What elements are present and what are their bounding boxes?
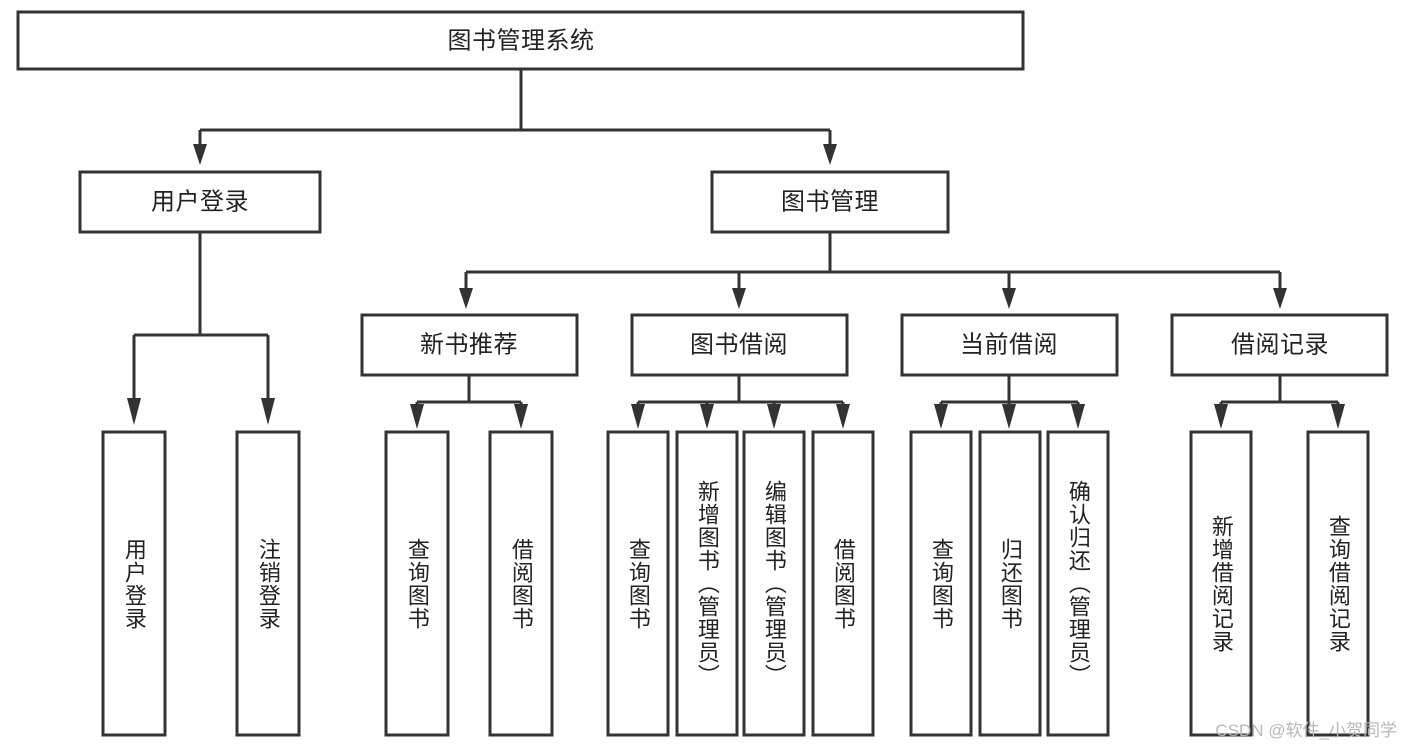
csdn-watermark: CSDN @软件_小贺同学: [1215, 721, 1397, 740]
node-root-label: 图书管理系统: [448, 27, 595, 54]
arrowhead-user-login: [193, 144, 207, 165]
arrowhead-new-book: [459, 288, 473, 309]
arrowhead-br-l2: [1331, 404, 1345, 429]
arrowhead-book-manage: [823, 144, 837, 165]
arrowhead-nb-l1: [410, 404, 424, 429]
node-book-manage[interactable]: [710, 170, 950, 234]
node-user-login-label: 用户登录: [151, 188, 249, 215]
node-leaf-query-book-3[interactable]: [909, 430, 973, 737]
arrowhead-bb-l4: [836, 404, 850, 429]
nodes-group: 图书管理系统 用户登录 图书管理 新书推荐 图书借阅 当前借阅 借阅记录: [16, 10, 1389, 737]
node-book-borrow-label: 图书借阅: [690, 331, 788, 358]
arrowhead-leaf-user-login: [127, 398, 141, 425]
node-leaf-confirm-return[interactable]: [1046, 430, 1110, 737]
node-leaf-borrow-book-2[interactable]: [811, 430, 875, 737]
arrowhead-book-borrow: [732, 288, 746, 309]
node-book-manage-label: 图书管理: [781, 188, 879, 215]
arrowhead-nb-l2: [514, 404, 528, 429]
node-user-login[interactable]: [78, 170, 322, 234]
arrowhead-bb-l3: [767, 404, 781, 429]
arrowhead-cb-l3: [1071, 404, 1085, 429]
arrowhead-borrow-record: [1273, 288, 1287, 309]
node-book-borrow[interactable]: [630, 313, 849, 377]
node-leaf-logout[interactable]: [235, 430, 301, 737]
arrowhead-bb-l1: [631, 404, 645, 429]
node-borrow-record-label: 借阅记录: [1231, 331, 1329, 358]
node-leaf-user-login[interactable]: [101, 430, 167, 737]
node-leaf-query-record[interactable]: [1306, 430, 1370, 737]
node-new-book-recommend-label: 新书推荐: [420, 331, 518, 358]
node-root[interactable]: [16, 10, 1025, 71]
edges-group: [127, 70, 1345, 429]
node-leaf-return-book[interactable]: [978, 430, 1042, 737]
node-new-book-recommend[interactable]: [360, 313, 579, 377]
node-leaf-edit-book[interactable]: [742, 430, 806, 737]
arrowhead-current-borrow: [1002, 288, 1016, 309]
arrowhead-bb-l2: [700, 404, 714, 429]
node-borrow-record[interactable]: [1170, 313, 1389, 377]
arrowhead-br-l1: [1214, 404, 1228, 429]
arrowhead-cb-l1: [934, 404, 948, 429]
arrowhead-cb-l2: [1002, 404, 1016, 429]
node-leaf-borrow-book-1[interactable]: [488, 430, 554, 737]
node-leaf-add-book[interactable]: [675, 430, 739, 737]
node-leaf-query-book-2[interactable]: [606, 430, 670, 737]
node-current-borrow[interactable]: [900, 313, 1119, 377]
arrowhead-leaf-logout: [261, 398, 275, 425]
node-leaf-add-record[interactable]: [1189, 430, 1253, 737]
node-current-borrow-label: 当前借阅: [960, 331, 1058, 358]
node-leaf-query-book-1[interactable]: [384, 430, 450, 737]
